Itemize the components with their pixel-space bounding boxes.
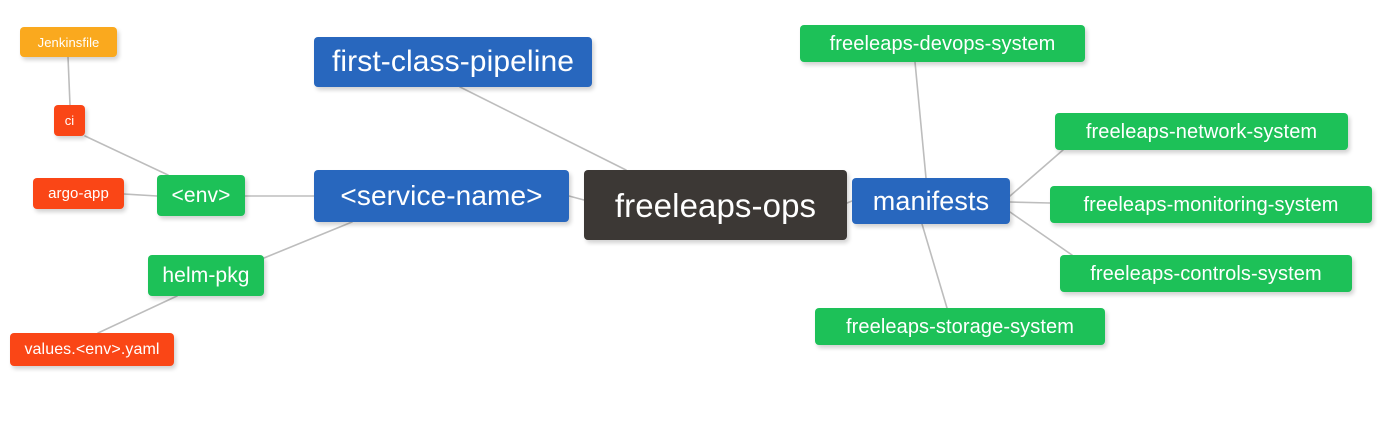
node-freeleaps-ops[interactable]: freeleaps-ops (584, 170, 847, 240)
node-helm-pkg[interactable]: helm-pkg (148, 255, 264, 296)
node-label-service-name: <service-name> (340, 180, 543, 211)
node-label-freeleaps-storage-system: freeleaps-storage-system (845, 315, 1075, 338)
node-label-jenkinsfile: Jenkinsfile (37, 34, 100, 50)
node-label-manifests: manifests (872, 185, 990, 216)
node-values-yaml[interactable]: values.<env>.yaml (10, 333, 174, 366)
node-freeleaps-devops-system[interactable]: freeleaps-devops-system (800, 25, 1085, 62)
edge-helm-pkg-to-service-name (263, 221, 353, 259)
node-jenkinsfile[interactable]: Jenkinsfile (20, 27, 117, 57)
node-service-name[interactable]: <service-name> (314, 170, 569, 222)
node-label-freeleaps-network-system: freeleaps-network-system (1085, 120, 1318, 143)
node-label-freeleaps-ops: freeleaps-ops (614, 186, 817, 224)
node-label-ci: ci (64, 113, 75, 128)
node-freeleaps-controls-system[interactable]: freeleaps-controls-system (1060, 255, 1352, 292)
node-label-freeleaps-monitoring-system: freeleaps-monitoring-system (1083, 193, 1339, 216)
node-argo-app[interactable]: argo-app (33, 178, 124, 209)
node-label-freeleaps-devops-system: freeleaps-devops-system (829, 32, 1056, 55)
node-label-helm-pkg: helm-pkg (162, 264, 250, 287)
edge-values-yaml-to-helm-pkg (97, 295, 178, 334)
node-label-freeleaps-controls-system: freeleaps-controls-system (1090, 262, 1322, 285)
edge-first-class-pipeline-to-freeleaps-ops (459, 86, 627, 171)
node-manifests[interactable]: manifests (852, 178, 1010, 224)
edge-ci-to-env (84, 135, 169, 176)
node-label-env: <env> (171, 184, 231, 207)
node-label-argo-app: argo-app (48, 185, 109, 202)
node-env[interactable]: <env> (157, 175, 245, 216)
edge-freeleaps-monitoring-system-to-manifests (1009, 201, 1051, 204)
node-freeleaps-storage-system[interactable]: freeleaps-storage-system (815, 308, 1105, 345)
node-freeleaps-monitoring-system[interactable]: freeleaps-monitoring-system (1050, 186, 1372, 223)
edge-freeleaps-storage-system-to-manifests (921, 223, 948, 309)
node-label-values-yaml: values.<env>.yaml (24, 340, 160, 358)
node-first-class-pipeline[interactable]: first-class-pipeline (314, 37, 592, 87)
node-freeleaps-network-system[interactable]: freeleaps-network-system (1055, 113, 1348, 150)
edge-jenkinsfile-to-ci (67, 56, 71, 106)
node-label-first-class-pipeline: first-class-pipeline (331, 45, 575, 78)
edge-freeleaps-devops-system-to-manifests (914, 61, 927, 179)
edge-argo-app-to-env (123, 193, 158, 197)
edge-service-name-to-freeleaps-ops (568, 195, 585, 201)
node-ci[interactable]: ci (54, 105, 85, 136)
